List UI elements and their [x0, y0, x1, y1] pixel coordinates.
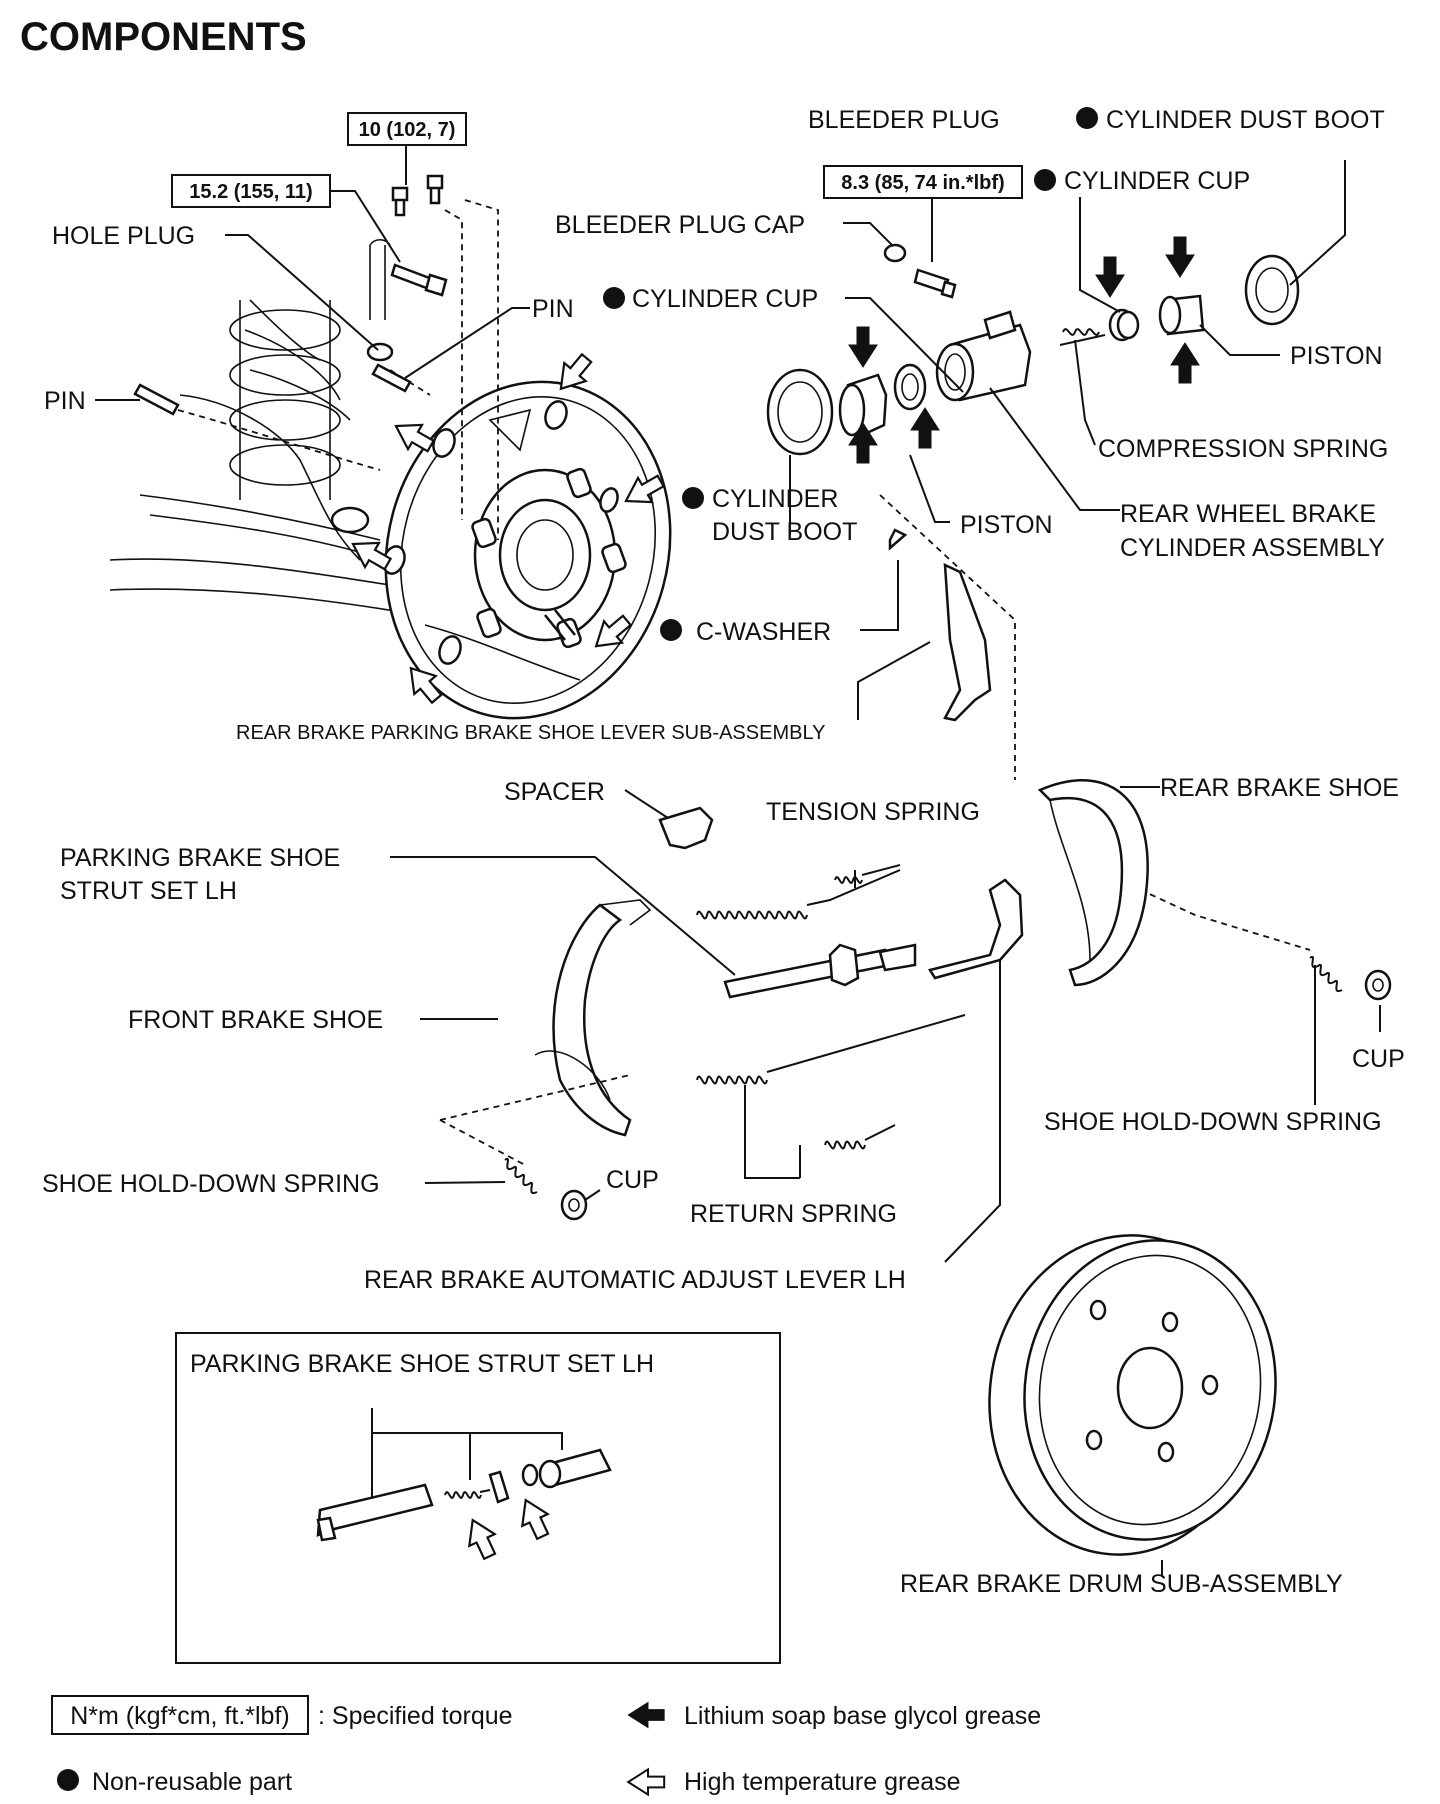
label-pin-upper: PIN	[532, 295, 574, 323]
label-cylinder-cup-top: CYLINDER CUP	[1064, 167, 1250, 195]
label-strut-set-1: PARKING BRAKE SHOE	[60, 844, 340, 872]
label-cup-right: CUP	[1352, 1045, 1405, 1073]
lithium-grease-arrow-icon	[848, 326, 878, 368]
non-reusable-icon	[682, 487, 704, 509]
legend-torque-box	[51, 1695, 309, 1735]
label-wheel-cylinder-2: CYLINDER ASSEMBLY	[1120, 534, 1385, 562]
backing-plate	[382, 380, 672, 720]
label-hold-down-spring-right: SHOE HOLD-DOWN SPRING	[1044, 1108, 1382, 1136]
label-compression-spring: COMPRESSION SPRING	[1098, 435, 1388, 463]
non-reusable-icon	[1034, 169, 1056, 191]
label-pin-left: PIN	[44, 387, 86, 415]
label-cup-left: CUP	[606, 1166, 659, 1194]
leader-lines	[95, 160, 1381, 1577]
torque-box-15	[171, 174, 331, 208]
non-reusable-icon	[1076, 107, 1098, 129]
label-tension-spring: TENSION SPRING	[766, 798, 980, 826]
label-return-spring: RETURN SPRING	[690, 1200, 897, 1228]
shoe-lever-and-springs	[504, 528, 1392, 1221]
label-c-washer: C-WASHER	[696, 618, 831, 646]
brake-drum	[988, 1234, 1277, 1556]
torque-spec-10: 10 (102, 7)	[359, 119, 456, 141]
solid-arrow-icon	[627, 1701, 665, 1729]
torque-spec-8-3: 8.3 (85, 74 in.*lbf)	[841, 172, 1004, 194]
lithium-grease-arrow-icon	[1095, 256, 1125, 298]
suspension-background	[109, 238, 421, 616]
inset-strut-parts	[316, 1408, 612, 1542]
non-reusable-icon	[660, 619, 682, 641]
wheel-cylinder-parts	[766, 243, 1300, 456]
legend-lithium-text: Lithium soap base glycol grease	[684, 1702, 1041, 1730]
label-piston-mid: PISTON	[960, 511, 1053, 539]
label-strut-set-2: STRUT SET LH	[60, 877, 237, 905]
label-bleeder-plug-cap: BLEEDER PLUG CAP	[555, 211, 805, 239]
torque-box-8-3	[823, 165, 1023, 199]
outline-arrow-icon	[627, 1768, 666, 1796]
legend-hightemp-text: High temperature grease	[684, 1768, 961, 1796]
legend-torque-units: N*m (kgf*cm, ft.*lbf)	[70, 1702, 289, 1730]
label-cylinder-cup-mid: CYLINDER CUP	[632, 285, 818, 313]
bolts	[133, 174, 448, 416]
lithium-grease-arrow-icon	[1170, 342, 1200, 384]
page-title: COMPONENTS	[20, 15, 307, 59]
filled-circle-icon	[57, 1769, 79, 1791]
label-rear-brake-shoe: REAR BRAKE SHOE	[1160, 774, 1399, 802]
legend-torque-text: : Specified torque	[318, 1702, 513, 1730]
legend-nonreusable-text: Non-reusable part	[92, 1768, 292, 1796]
label-hole-plug: HOLE PLUG	[52, 222, 195, 250]
label-adjust-lever: REAR BRAKE AUTOMATIC ADJUST LEVER LH	[364, 1266, 906, 1294]
torque-spec-15: 15.2 (155, 11)	[189, 181, 312, 203]
label-spacer: SPACER	[504, 778, 605, 806]
lithium-grease-arrow-icon	[1165, 236, 1195, 278]
label-piston-right: PISTON	[1290, 342, 1383, 370]
label-hold-down-spring-left: SHOE HOLD-DOWN SPRING	[42, 1170, 380, 1198]
label-cylinder-dust-boot-top: CYLINDER DUST BOOT	[1106, 106, 1385, 134]
label-front-brake-shoe: FRONT BRAKE SHOE	[128, 1006, 383, 1034]
legend: N*m (kgf*cm, ft.*lbf) : Specified torque…	[51, 1695, 1041, 1796]
label-cylinder-dust-boot-1: CYLINDER	[712, 485, 838, 513]
label-parking-lever: REAR BRAKE PARKING BRAKE SHOE LEVER SUB-…	[236, 722, 825, 744]
inset-title: PARKING BRAKE SHOE STRUT SET LH	[190, 1350, 654, 1378]
label-wheel-cylinder-1: REAR WHEEL BRAKE	[1120, 500, 1376, 528]
lithium-grease-arrow-icon	[910, 407, 940, 449]
label-cylinder-dust-boot-2: DUST BOOT	[712, 518, 857, 546]
non-reusable-icon	[603, 287, 625, 309]
label-brake-drum: REAR BRAKE DRUM SUB-ASSEMBLY	[900, 1570, 1343, 1598]
label-bleeder-plug: BLEEDER PLUG	[808, 106, 1000, 134]
